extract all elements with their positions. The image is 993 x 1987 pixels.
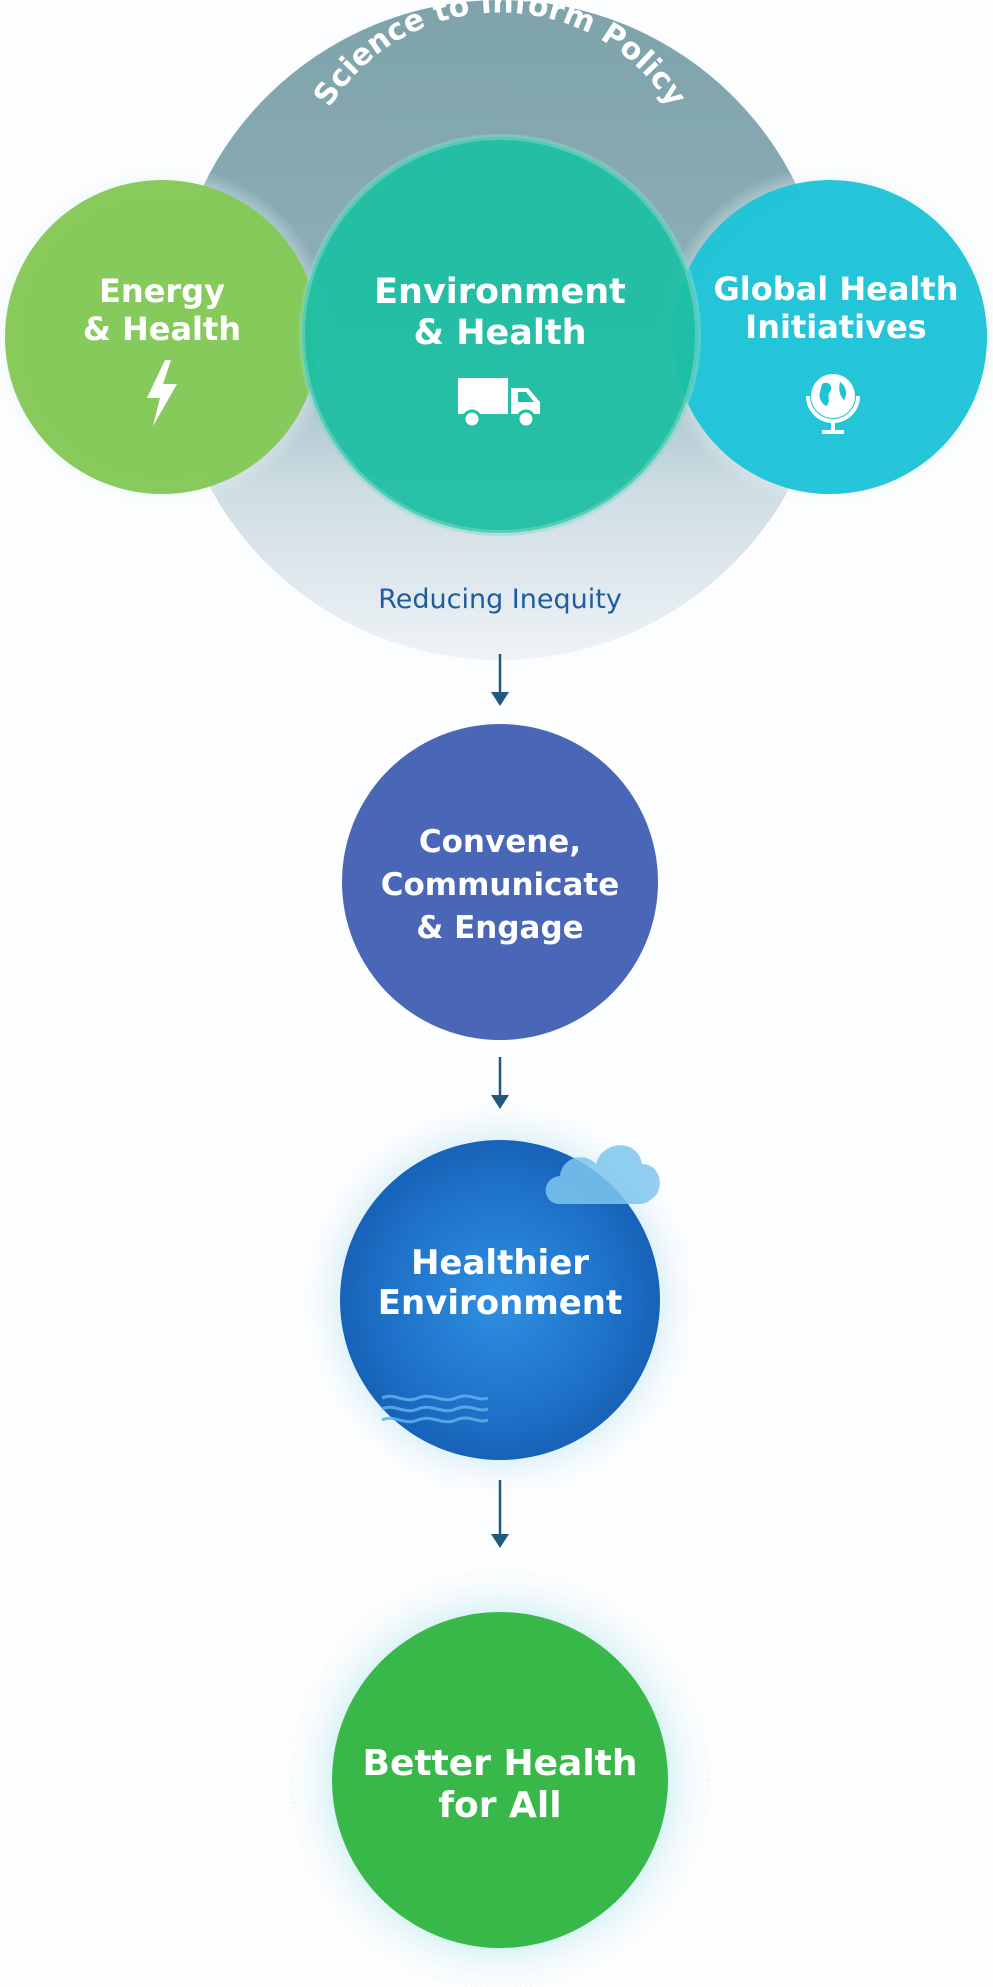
better-health-label: Better Health for All (363, 1743, 638, 1828)
energy-label: Energy & Health (82, 272, 242, 349)
healthier-label: Healthier Environment (378, 1243, 623, 1323)
healthier-circle (340, 1140, 660, 1460)
convene-line2: Communicate (380, 866, 620, 903)
convene-circle (342, 724, 658, 1040)
environment-circle (302, 137, 698, 533)
environment-line2: & Health (413, 313, 587, 354)
global-line2: Initiatives (745, 307, 927, 346)
better-health-line2: for All (438, 1785, 562, 1827)
arrow-down-icon (491, 654, 509, 706)
environment-line1: Environment (374, 272, 626, 312)
globe-icon (800, 366, 866, 442)
convene-line1: Convene, (418, 824, 582, 860)
better-health-line1: Better Health (362, 1743, 638, 1784)
healthier-line1: Healthier (410, 1243, 590, 1283)
global-label: Global Health Initiatives (713, 270, 959, 347)
global-circle (673, 180, 987, 494)
environment-label: Environment & Health (374, 272, 626, 355)
reducing-inequity-label: Reducing Inequity (378, 584, 622, 615)
global-line1: Global Health (713, 270, 959, 308)
cloud-icon (538, 1130, 668, 1214)
water-waves-icon (380, 1392, 490, 1430)
arrow-down-icon (491, 1057, 509, 1109)
healthier-line2: Environment (377, 1283, 623, 1324)
energy-circle (5, 180, 319, 494)
energy-line2: & Health (82, 309, 242, 348)
better-health-circle (332, 1612, 668, 1948)
convene-label: Convene, Communicate & Engage (381, 821, 620, 949)
arrow-down-icon (491, 1480, 509, 1548)
energy-line1: Energy (99, 272, 225, 310)
lightning-bolt-icon (141, 358, 183, 432)
convene-line3: & Engage (416, 909, 584, 946)
truck-icon (456, 376, 544, 432)
